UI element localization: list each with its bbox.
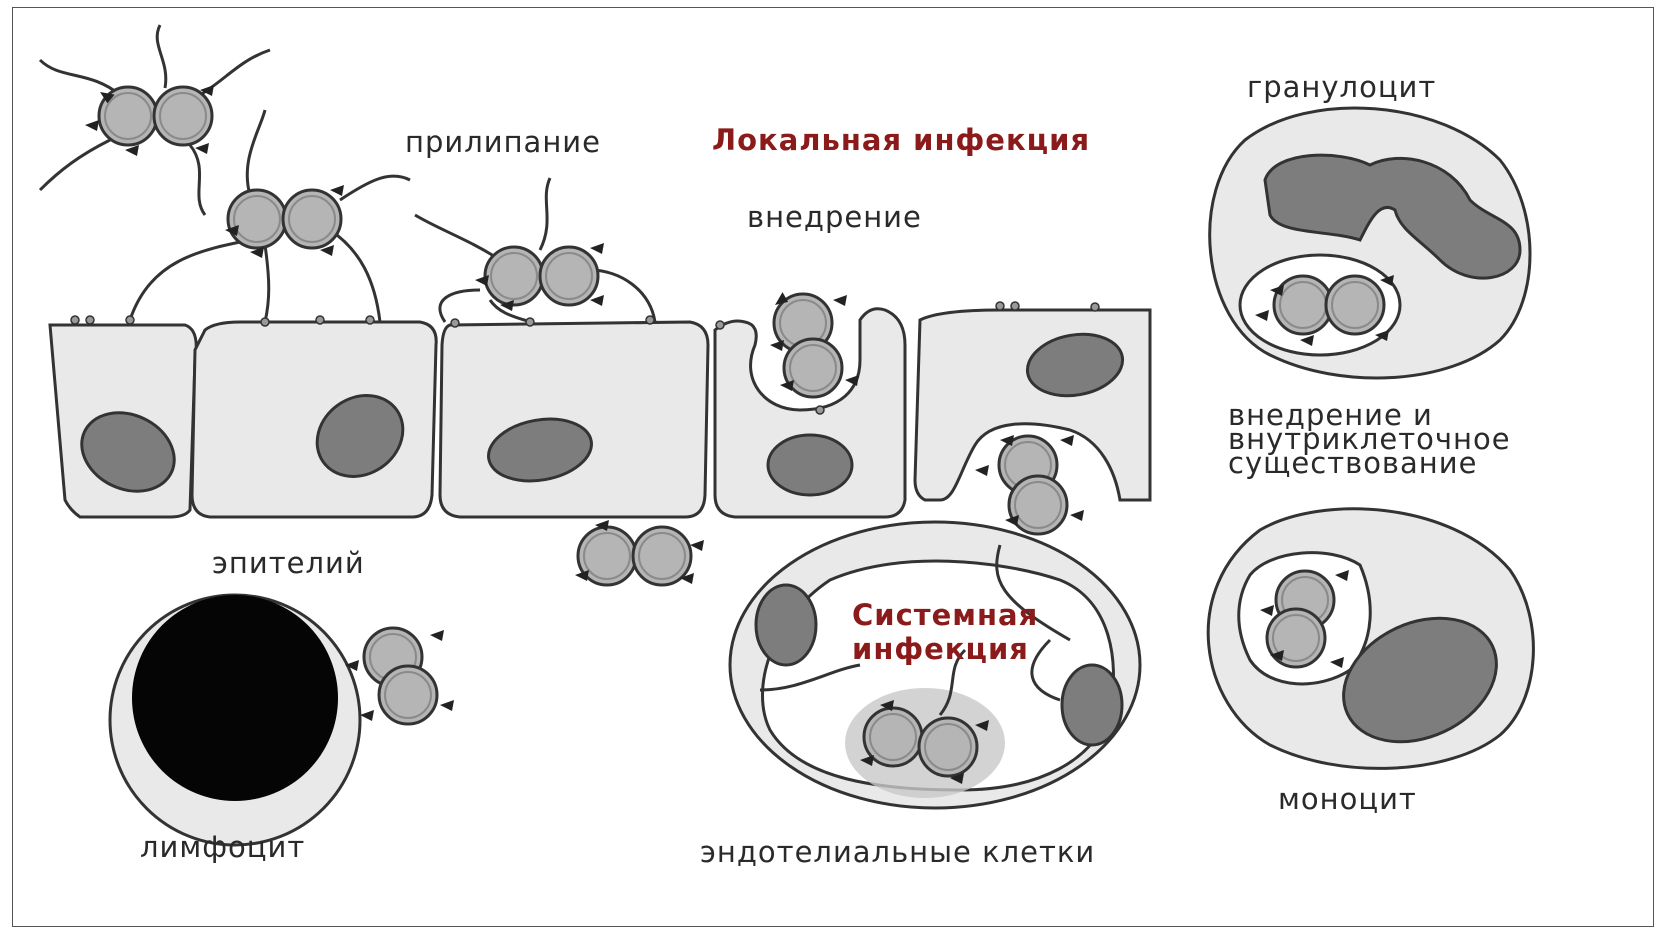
invasion-intracellular-label: внедрение и внутриклеточное существовани… [1228, 403, 1511, 475]
granulocyte-label: гранулоцит [1247, 70, 1436, 104]
adhering-bacteria-2 [475, 243, 604, 311]
invasion-intracellular-line-3: существование [1228, 451, 1511, 475]
systemic-infection-label: Системная инфекция [852, 598, 1038, 666]
free-bacteria-top [85, 85, 214, 156]
systemic-infection-line-2: инфекция [852, 632, 1038, 666]
granulocyte-cell [1210, 108, 1530, 378]
epithelium-label: эпителий [212, 546, 365, 580]
systemic-infection-line-1: Системная [852, 598, 1038, 632]
bacteria-entering-vessel [975, 435, 1084, 534]
local-infection-label: Локальная инфекция [712, 123, 1090, 157]
invading-bacteria [770, 292, 859, 397]
monocyte-label: моноцит [1278, 782, 1417, 816]
lymphocyte-bacteria [345, 628, 454, 724]
transcytosed-bacteria [575, 520, 704, 585]
endothelial-cells-label: эндотелиальные клетки [700, 835, 1095, 869]
lymphocyte-label: лимфоцит [140, 830, 305, 864]
monocyte-cell [1208, 509, 1533, 769]
invasion-label: внедрение [747, 200, 922, 234]
adhering-bacteria-1 [225, 185, 344, 258]
lymphocyte-cell [110, 595, 360, 845]
adhesion-label: прилипание [405, 125, 601, 159]
epithelium-layer [50, 309, 1150, 517]
